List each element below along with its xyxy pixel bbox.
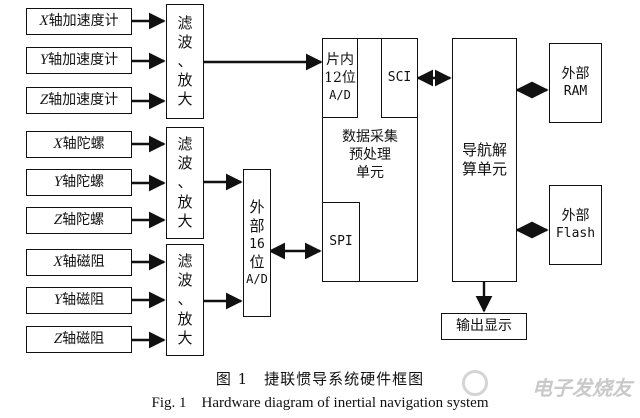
axis-label: Z — [53, 211, 63, 228]
filter-amplifier-box-accel: 滤 波 、 放 大 — [166, 4, 204, 119]
axis-label: X — [53, 253, 63, 270]
sci-interface-box: SCI — [381, 38, 418, 118]
navigation-computation-unit-box: 导航解 算单元 — [452, 38, 517, 282]
sensor-label: 轴磁阻 — [62, 292, 105, 309]
flash-label-line: Flash — [555, 225, 596, 241]
internal-ad-text: 片内 — [326, 52, 354, 69]
axis-label: Z — [39, 91, 49, 108]
filter-text: 、 — [177, 51, 193, 70]
filter-text: 、 — [177, 173, 193, 192]
filter-text: 波 — [177, 32, 193, 51]
nav-label-line: 导航解 — [461, 140, 507, 159]
ext-ad-text: 16 — [249, 236, 265, 252]
daq-label-line: 数据采集 — [342, 129, 398, 145]
sci-label: SCI — [387, 69, 412, 85]
filter-text: 大 — [177, 90, 193, 109]
sensor-label: 轴陀螺 — [62, 136, 105, 153]
sensor-label: 轴陀螺 — [62, 174, 105, 191]
external-ram-box: 外部 RAM — [549, 43, 602, 123]
filter-amplifier-box-gyro: 滤 波 、 放 大 — [166, 127, 204, 239]
filter-amplifier-box-mag: 滤 波 、 放 大 — [166, 244, 204, 356]
ram-label-line: 外部 — [561, 65, 590, 82]
filter-text: 波 — [177, 271, 193, 290]
spi-interface-box: SPI — [322, 202, 360, 282]
ext-ad-text: 部 — [249, 217, 265, 236]
axis-label: Y — [53, 173, 63, 190]
spi-label: SPI — [329, 233, 353, 249]
internal-12bit-ad-box: 片内 12位 A/D — [322, 38, 358, 118]
axis-label: Y — [39, 51, 49, 68]
internal-ad-text: 12位 — [324, 70, 356, 87]
external-16bit-ad-box: 外 部 16 位 A/D — [243, 169, 271, 317]
daq-label-line: 预处理 — [349, 146, 391, 163]
filter-text: 放 — [177, 192, 193, 211]
sensor-label: 轴磁阻 — [62, 331, 105, 348]
filter-text: 滤 — [177, 252, 193, 271]
filter-text: 放 — [177, 309, 193, 328]
sensor-label: 轴陀螺 — [62, 212, 105, 229]
watermark-text: 电子发烧友 — [532, 376, 632, 400]
filter-text: 大 — [177, 211, 193, 230]
axis-label: Z — [53, 330, 63, 347]
output-display-box: 输出显示 — [441, 313, 527, 340]
nav-label-line: 算单元 — [461, 160, 507, 178]
ram-label-line: RAM — [563, 83, 588, 99]
figure-caption-chinese: 图 1 捷联惯导系统硬件框图 — [215, 370, 425, 388]
external-flash-box: 外部 Flash — [549, 185, 602, 265]
watermark-logo-icon — [462, 370, 488, 396]
sensor-label: 轴加速度计 — [48, 92, 119, 109]
filter-text: 放 — [177, 71, 193, 90]
data-acquisition-unit-label: 数据采集 预处理 单元 — [322, 129, 418, 183]
output-label: 输出显示 — [456, 318, 512, 335]
sensor-label: 轴磁阻 — [62, 254, 105, 271]
filter-text: 滤 — [177, 135, 193, 154]
daq-label-line: 单元 — [356, 164, 384, 181]
filter-text: 波 — [177, 154, 193, 173]
internal-ad-text: A/D — [329, 88, 351, 103]
axis-label: Y — [53, 291, 63, 308]
filter-text: 、 — [177, 290, 193, 309]
axis-label: X — [53, 135, 63, 152]
ext-ad-text: 位 — [249, 253, 265, 272]
filter-text: 大 — [177, 328, 193, 347]
flash-label-line: 外部 — [561, 207, 590, 224]
filter-text: 滤 — [177, 13, 193, 32]
axis-label: X — [39, 12, 49, 29]
ext-ad-text: A/D — [246, 272, 268, 287]
figure-caption-english: Fig. 1 Hardware diagram of inertial navi… — [151, 395, 489, 411]
sensor-label: 轴加速度计 — [48, 13, 119, 30]
sensor-label: 轴加速度计 — [48, 52, 119, 69]
ext-ad-text: 外 — [249, 198, 265, 217]
